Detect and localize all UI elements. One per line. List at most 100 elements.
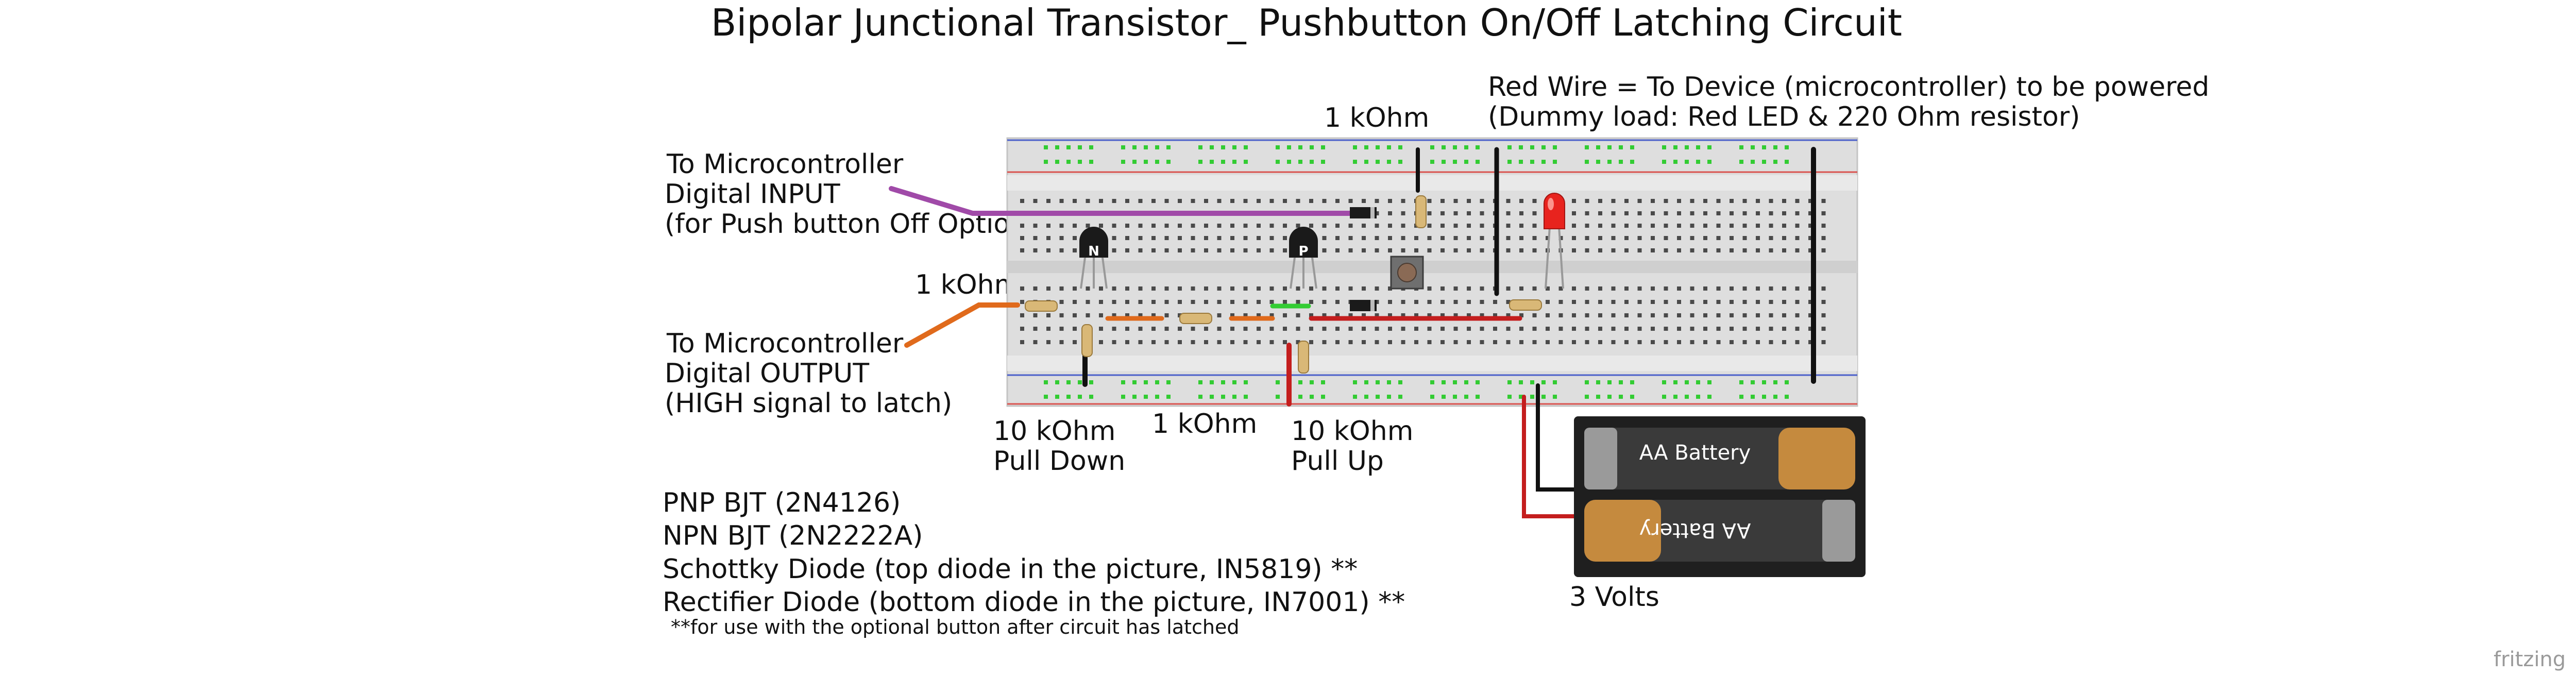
breadboard-hole <box>1164 313 1169 317</box>
breadboard-hole <box>1204 340 1208 344</box>
breadboard-hole <box>1690 327 1694 331</box>
breadboard-hole <box>1191 327 1195 331</box>
pnp-lead <box>1311 257 1317 289</box>
breadboard-hole <box>1164 300 1169 304</box>
breadboard-hole <box>1703 286 1707 291</box>
breadboard-hole <box>1519 313 1523 317</box>
breadboard-hole <box>1414 248 1418 252</box>
breadboard-hole <box>1020 248 1024 252</box>
breadboard-hole <box>1703 224 1707 228</box>
breadboard-hole <box>1321 395 1325 399</box>
breadboard-hole <box>1046 340 1050 344</box>
breadboard-hole <box>1112 224 1116 228</box>
breadboard-hole <box>1664 248 1668 252</box>
breadboard-hole <box>1677 300 1681 304</box>
breadboard-hole <box>1630 145 1634 149</box>
breadboard-hole <box>1125 327 1129 331</box>
breadboard-hole <box>1198 395 1202 399</box>
breadboard-hole <box>1112 327 1116 331</box>
breadboard-hole <box>1230 224 1234 228</box>
breadboard-hole <box>1362 199 1366 203</box>
breadboard-hole <box>1125 224 1129 228</box>
breadboard-hole <box>1795 211 1800 215</box>
breadboard-hole <box>1651 248 1655 252</box>
breadboard-hole <box>1296 313 1300 317</box>
breadboard-hole <box>1204 248 1208 252</box>
breadboard-hole <box>1046 236 1050 240</box>
breadboard-hole <box>1364 145 1368 149</box>
breadboard-hole <box>1442 145 1446 149</box>
breadboard-hole <box>1690 340 1694 344</box>
breadboard-hole <box>1532 224 1537 228</box>
breadboard-hole <box>1353 145 1357 149</box>
breadboard-hole <box>1690 199 1694 203</box>
breadboard-hole <box>1388 199 1392 203</box>
breadboard-hole <box>1480 300 1484 304</box>
breadboard-hole <box>1073 286 1077 291</box>
breadboard-hole <box>1716 327 1721 331</box>
parts-list: PNP BJT (2N4126) NPN BJT (2N2222A) Schot… <box>663 486 1405 619</box>
breadboard-hole <box>1059 340 1064 344</box>
breadboard-hole <box>1532 199 1537 203</box>
breadboard-hole <box>1033 224 1038 228</box>
breadboard-hole <box>1808 199 1812 203</box>
breadboard-hole <box>1769 224 1773 228</box>
breadboard-hole <box>1310 395 1314 399</box>
breadboard-hole <box>1020 300 1024 304</box>
breadboard-hole <box>1099 224 1103 228</box>
breadboard-hole <box>1607 160 1612 164</box>
breadboard-hole <box>1782 313 1786 317</box>
breadboard-hole <box>1321 145 1325 149</box>
breadboard-hole <box>1310 160 1314 164</box>
breadboard-hole <box>1519 199 1523 203</box>
breadboard-hole <box>1532 286 1537 291</box>
breadboard-hole <box>1519 340 1523 344</box>
breadboard-hole <box>1310 145 1314 149</box>
breadboard-hole <box>1624 211 1629 215</box>
breadboard-hole <box>1121 160 1125 164</box>
breadboard-hole <box>1453 300 1458 304</box>
battery-pack: AA Battery AA Battery <box>1574 416 1866 577</box>
breadboard-hole <box>1742 286 1747 291</box>
breadboard-hole <box>1624 248 1629 252</box>
breadboard-hole <box>1558 236 1563 240</box>
parts-list-item: Schottky Diode (top diode in the picture… <box>663 553 1358 585</box>
breadboard-hole <box>1519 236 1523 240</box>
breadboard-hole <box>1480 248 1484 252</box>
breadboard-hole <box>1598 224 1602 228</box>
breadboard-hole <box>1376 160 1380 164</box>
breadboard-hole <box>1243 327 1248 331</box>
breadboard-hole <box>1572 248 1576 252</box>
breadboard-hole <box>1773 145 1777 149</box>
breadboard-hole <box>1210 395 1214 399</box>
breadboard-hole <box>1132 145 1137 149</box>
breadboard-hole <box>1690 248 1694 252</box>
breadboard-hole <box>1178 327 1182 331</box>
breadboard-hole <box>1387 160 1391 164</box>
breadboard-hole <box>1144 160 1148 164</box>
rectifier-diode-band <box>1370 300 1375 311</box>
breadboard-hole <box>1112 313 1116 317</box>
breadboard-hole <box>1059 313 1064 317</box>
breadboard-hole <box>1453 160 1457 164</box>
breadboard-hole <box>1217 224 1222 228</box>
breadboard-hole <box>1144 380 1148 384</box>
breadboard-hole <box>1730 327 1734 331</box>
breadboard-hole <box>1598 248 1602 252</box>
breadboard-hole <box>1703 327 1707 331</box>
breadboard-hole <box>1073 300 1077 304</box>
breadboard-hole <box>1756 211 1760 215</box>
breadboard-hole <box>1020 313 1024 317</box>
breadboard-hole <box>1269 199 1274 203</box>
breadboard-hole <box>1664 211 1668 215</box>
breadboard-hole <box>1155 160 1159 164</box>
breadboard-hole <box>1585 160 1589 164</box>
breadboard-hole <box>1541 380 1546 384</box>
breadboard-hole <box>1066 160 1071 164</box>
breadboard-hole <box>1232 145 1236 149</box>
breadboard-hole <box>1398 395 1402 399</box>
breadboard-hole <box>1624 340 1629 344</box>
breadboard-hole <box>1662 395 1666 399</box>
breadboard-hole <box>1530 380 1534 384</box>
breadboard-hole <box>1151 248 1156 252</box>
